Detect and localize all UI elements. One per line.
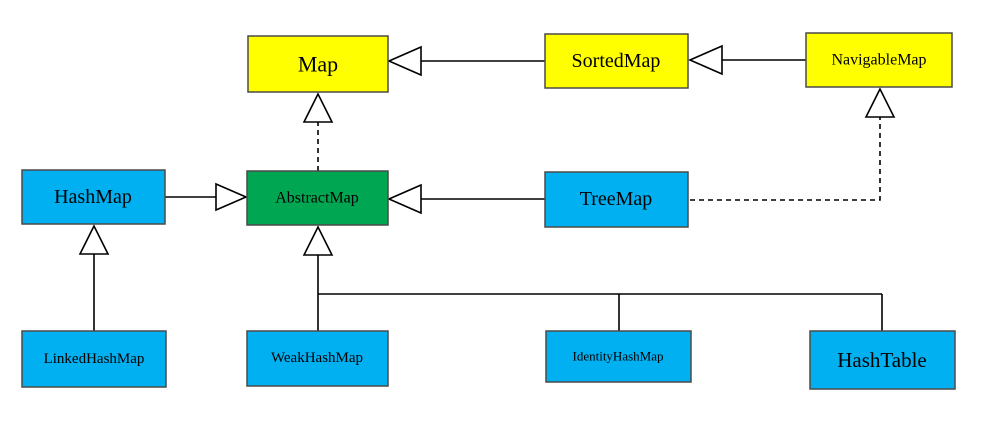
node-hashtable-box bbox=[809, 330, 956, 390]
edge-linkedhashmap-to-hashmap-arrowhead bbox=[78, 224, 110, 255]
edge-sortedmap-to-map-arrowhead bbox=[387, 45, 422, 77]
node-map: Map bbox=[247, 35, 389, 93]
node-identityhashmap-box bbox=[545, 330, 692, 383]
edge-hashmap-to-abstractmap-arrowhead bbox=[215, 182, 249, 212]
node-sortedmap: SortedMap bbox=[544, 33, 689, 89]
node-navigablemap-box bbox=[805, 32, 953, 88]
node-weakhashmap: WeakHashMap bbox=[246, 330, 389, 387]
node-treemap-box bbox=[544, 171, 689, 228]
edge-abstractmap-to-map-arrowhead bbox=[302, 92, 334, 123]
node-sortedmap-box bbox=[544, 33, 689, 89]
node-map-label: Map bbox=[298, 52, 338, 77]
edges bbox=[78, 44, 896, 331]
node-hashmap-label: HashMap bbox=[54, 186, 132, 208]
node-map-box bbox=[247, 35, 389, 93]
node-hashtable-label: HashTable bbox=[837, 348, 927, 372]
nodes: Map SortedMap NavigableMap HashMap Abstr… bbox=[21, 32, 956, 390]
node-linkedhashmap-box bbox=[21, 330, 167, 388]
node-abstractmap: AbstractMap bbox=[246, 170, 389, 226]
node-hashtable: HashTable bbox=[809, 330, 956, 390]
node-sortedmap-label: SortedMap bbox=[572, 50, 661, 72]
node-hashmap: HashMap bbox=[21, 169, 166, 225]
node-hashmap-box bbox=[21, 169, 166, 225]
node-navigablemap-label: NavigableMap bbox=[831, 52, 926, 69]
edge-treemap-to-abstractmap-arrowhead bbox=[387, 183, 422, 215]
edge-navigablemap-to-sortedmap-arrowhead bbox=[688, 44, 723, 76]
edge-treemap-to-navigablemap-arrowhead bbox=[864, 87, 896, 118]
node-treemap-label: TreeMap bbox=[580, 188, 653, 210]
node-linkedhashmap: LinkedHashMap bbox=[21, 330, 167, 388]
node-identityhashmap: IdentityHashMap bbox=[545, 330, 692, 383]
node-abstractmap-box bbox=[246, 170, 389, 226]
node-weakhashmap-box bbox=[246, 330, 389, 387]
node-linkedhashmap-label: LinkedHashMap bbox=[44, 351, 145, 367]
node-treemap: TreeMap bbox=[544, 171, 689, 228]
edge-treemap-to-navigablemap bbox=[690, 117, 881, 201]
edge-subclasses-to-abstractmap-arrowhead bbox=[302, 225, 334, 256]
node-abstractmap-label: AbstractMap bbox=[275, 190, 359, 207]
node-navigablemap: NavigableMap bbox=[805, 32, 953, 88]
node-identityhashmap-label: IdentityHashMap bbox=[573, 349, 664, 364]
node-weakhashmap-label: WeakHashMap bbox=[271, 350, 363, 366]
